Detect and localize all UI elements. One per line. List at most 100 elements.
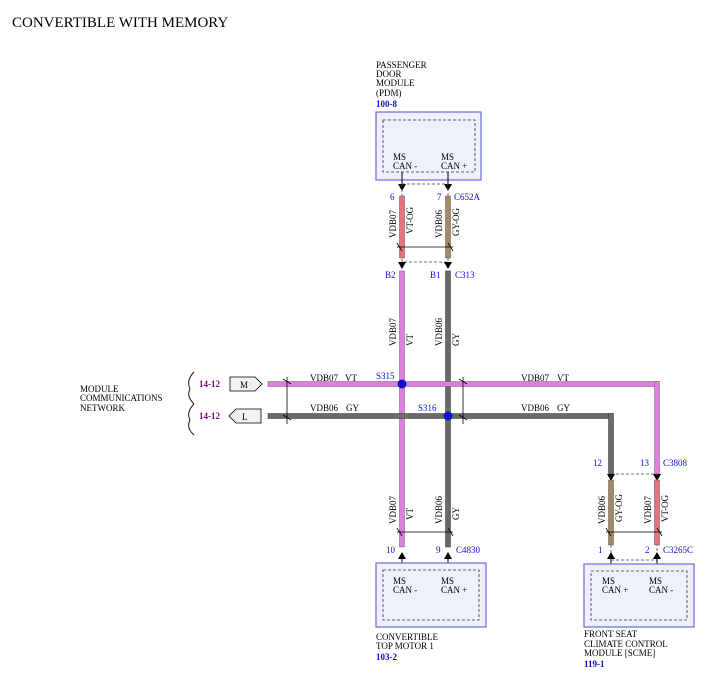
scm-pin-right-l1: MS [649,576,662,586]
pdm-pin-6: 6 [390,192,395,202]
scm-module[interactable]: MS CAN + MS CAN - FRONT SEAT CLIMATE CON… [583,563,695,669]
pdm-name-line-1: PASSENGER [376,60,427,70]
network-m-tag-label: M [240,380,248,390]
pdm-name-line-4: (PDM) [376,88,402,98]
network-label-line-3: NETWORK [80,403,125,413]
pdm-pin-left-l1: MS [393,152,406,162]
splice-s316[interactable] [443,411,453,421]
c313-wire-right-color: GY [451,333,461,346]
network-m-tag[interactable] [229,376,263,392]
tm-pin-right-l1: MS [441,576,454,586]
scm-ref[interactable]: 119-1 [584,659,605,669]
network-m-ref[interactable]: 14-12 [199,379,220,389]
wire-vdb06-gy-main[interactable] [445,270,451,548]
pdm-wire-right-circuit: VDB06 [434,209,444,238]
top-motor-name-line-1: CONVERTIBLE [376,632,438,642]
wire-vdb07-vt-og-pdm[interactable] [399,195,405,259]
network-bracket-top [188,371,195,405]
twisted-pair-symbol-1 [396,242,454,252]
wire-vdb07-vt-scm-run[interactable] [654,381,660,475]
l-wire-left-circuit: VDB06 [310,403,339,413]
c313-connector[interactable]: C313 [455,270,475,280]
diagram-title: CONVERTIBLE WITH MEMORY [12,15,228,31]
m-wire-left-circuit: VDB07 [310,373,339,383]
scm-wire-left-color: GY-OG [614,494,624,522]
c3808-connector[interactable]: C3808 [663,458,688,468]
pdm-name-line-2: DOOR [376,69,402,79]
network-l-ref[interactable]: 14-12 [199,411,220,421]
c3808-pin-12: 12 [593,458,602,468]
pdm-wire-left-circuit: VDB07 [388,209,398,238]
pdm-module[interactable]: PASSENGER DOOR MODULE (PDM) 100-8 MS CAN… [375,60,482,181]
pdm-wire-right-color: GY-OG [451,208,461,236]
scm-name-line-1: FRONT SEAT [584,629,638,639]
pdm-pin-7: 7 [437,192,442,202]
top-motor-name-line-2: TOP MOTOR 1 [376,641,434,651]
tm-pin-9: 9 [436,545,441,555]
tm-wire-right-color: GY [451,507,461,520]
top-motor-module[interactable]: MS CAN - MS CAN + CONVERTIBLE TOP MOTOR … [375,562,487,662]
wire-vdb07-vt-og-scm[interactable] [654,479,660,546]
l-wire-right-circuit: VDB06 [521,403,550,413]
tm-wire-right-circuit: VDB06 [434,495,444,524]
tm-wire-left-color: VT [405,508,415,520]
scm-inner-box [590,570,688,621]
c313-wire-right-circuit: VDB06 [434,317,444,346]
pdm-pin-right-l1: MS [441,152,454,162]
l-wire-left-color: GY [346,403,359,413]
m-wire-right-circuit: VDB07 [521,373,550,383]
network-l-tag[interactable] [228,408,262,424]
tm-pin-10: 10 [386,545,396,555]
c3808-pin-13: 13 [640,458,650,468]
c313-pin-arrows [398,262,452,269]
network-bracket-bottom [188,403,195,436]
c313-wire-left-circuit: VDB07 [388,317,398,346]
wire-vdb06-gy-scm-run[interactable] [608,413,614,475]
top-motor-ref[interactable]: 103-2 [376,652,397,662]
pdm-pin-left-l2: CAN - [393,161,417,171]
top-motor-box [375,562,487,628]
twisted-pair-symbol-network-right [458,377,468,424]
twisted-pair-symbol-scm [605,527,663,537]
tm-pin-left-l2: CAN - [393,585,417,595]
network-label-line-1: MODULE [80,384,119,394]
wire-vdb06-gy-og-scm[interactable] [608,479,614,546]
tm-connector-c4830[interactable]: C4830 [456,545,481,555]
l-wire-right-color: GY [557,403,570,413]
scm-box [583,563,695,628]
wire-vdb07-vt-main[interactable] [399,270,405,548]
pdm-connector-c652a[interactable]: C652A [454,192,481,202]
wire-vdb06-gy-network[interactable] [267,413,614,419]
scm-pin-right-l2: CAN - [649,585,673,595]
scm-wire-right-color: VT-OG [660,494,670,522]
pdm-wire-left-color: VT-OG [405,206,415,234]
scm-name-line-3: MODULE [SCME] [584,648,655,658]
wire-vdb06-gy-og-pdm[interactable] [445,195,451,259]
scm-name-line-2: CLIMATE CONTROL [584,639,668,649]
pdm-box [375,111,482,181]
pdm-name-line-3: MODULE [376,78,415,88]
top-motor-inner-box [382,569,480,621]
tm-pin-right-l2: CAN + [441,585,467,595]
scm-pin-1: 1 [598,545,603,555]
c313-pin-b2: B2 [385,270,396,280]
splice-s315[interactable] [397,379,407,389]
network-l-tag-label: L [242,412,248,422]
pdm-inner-box [382,119,476,173]
scm-connector-c3265c[interactable]: C3265C [663,545,693,555]
tm-pin-left-l1: MS [393,576,406,586]
scm-wire-left-circuit: VDB06 [597,495,607,524]
c313-wire-left-color: VT [405,334,415,346]
splice-s316-label: S316 [418,403,437,413]
twisted-pair-symbol-top-motor [396,527,454,537]
pdm-ref[interactable]: 100-8 [376,99,397,109]
network-label-line-2: COMMUNICATIONS [80,393,163,403]
scm-wire-right-circuit: VDB07 [643,495,653,524]
pdm-pin-right-l2: CAN + [441,161,467,171]
scm-pin-2: 2 [645,545,650,555]
twisted-pair-symbol-network-left [282,377,292,424]
m-wire-left-color: VT [345,373,357,383]
c313-pin-b1: B1 [430,270,441,280]
scm-pin-left-l2: CAN + [602,585,628,595]
